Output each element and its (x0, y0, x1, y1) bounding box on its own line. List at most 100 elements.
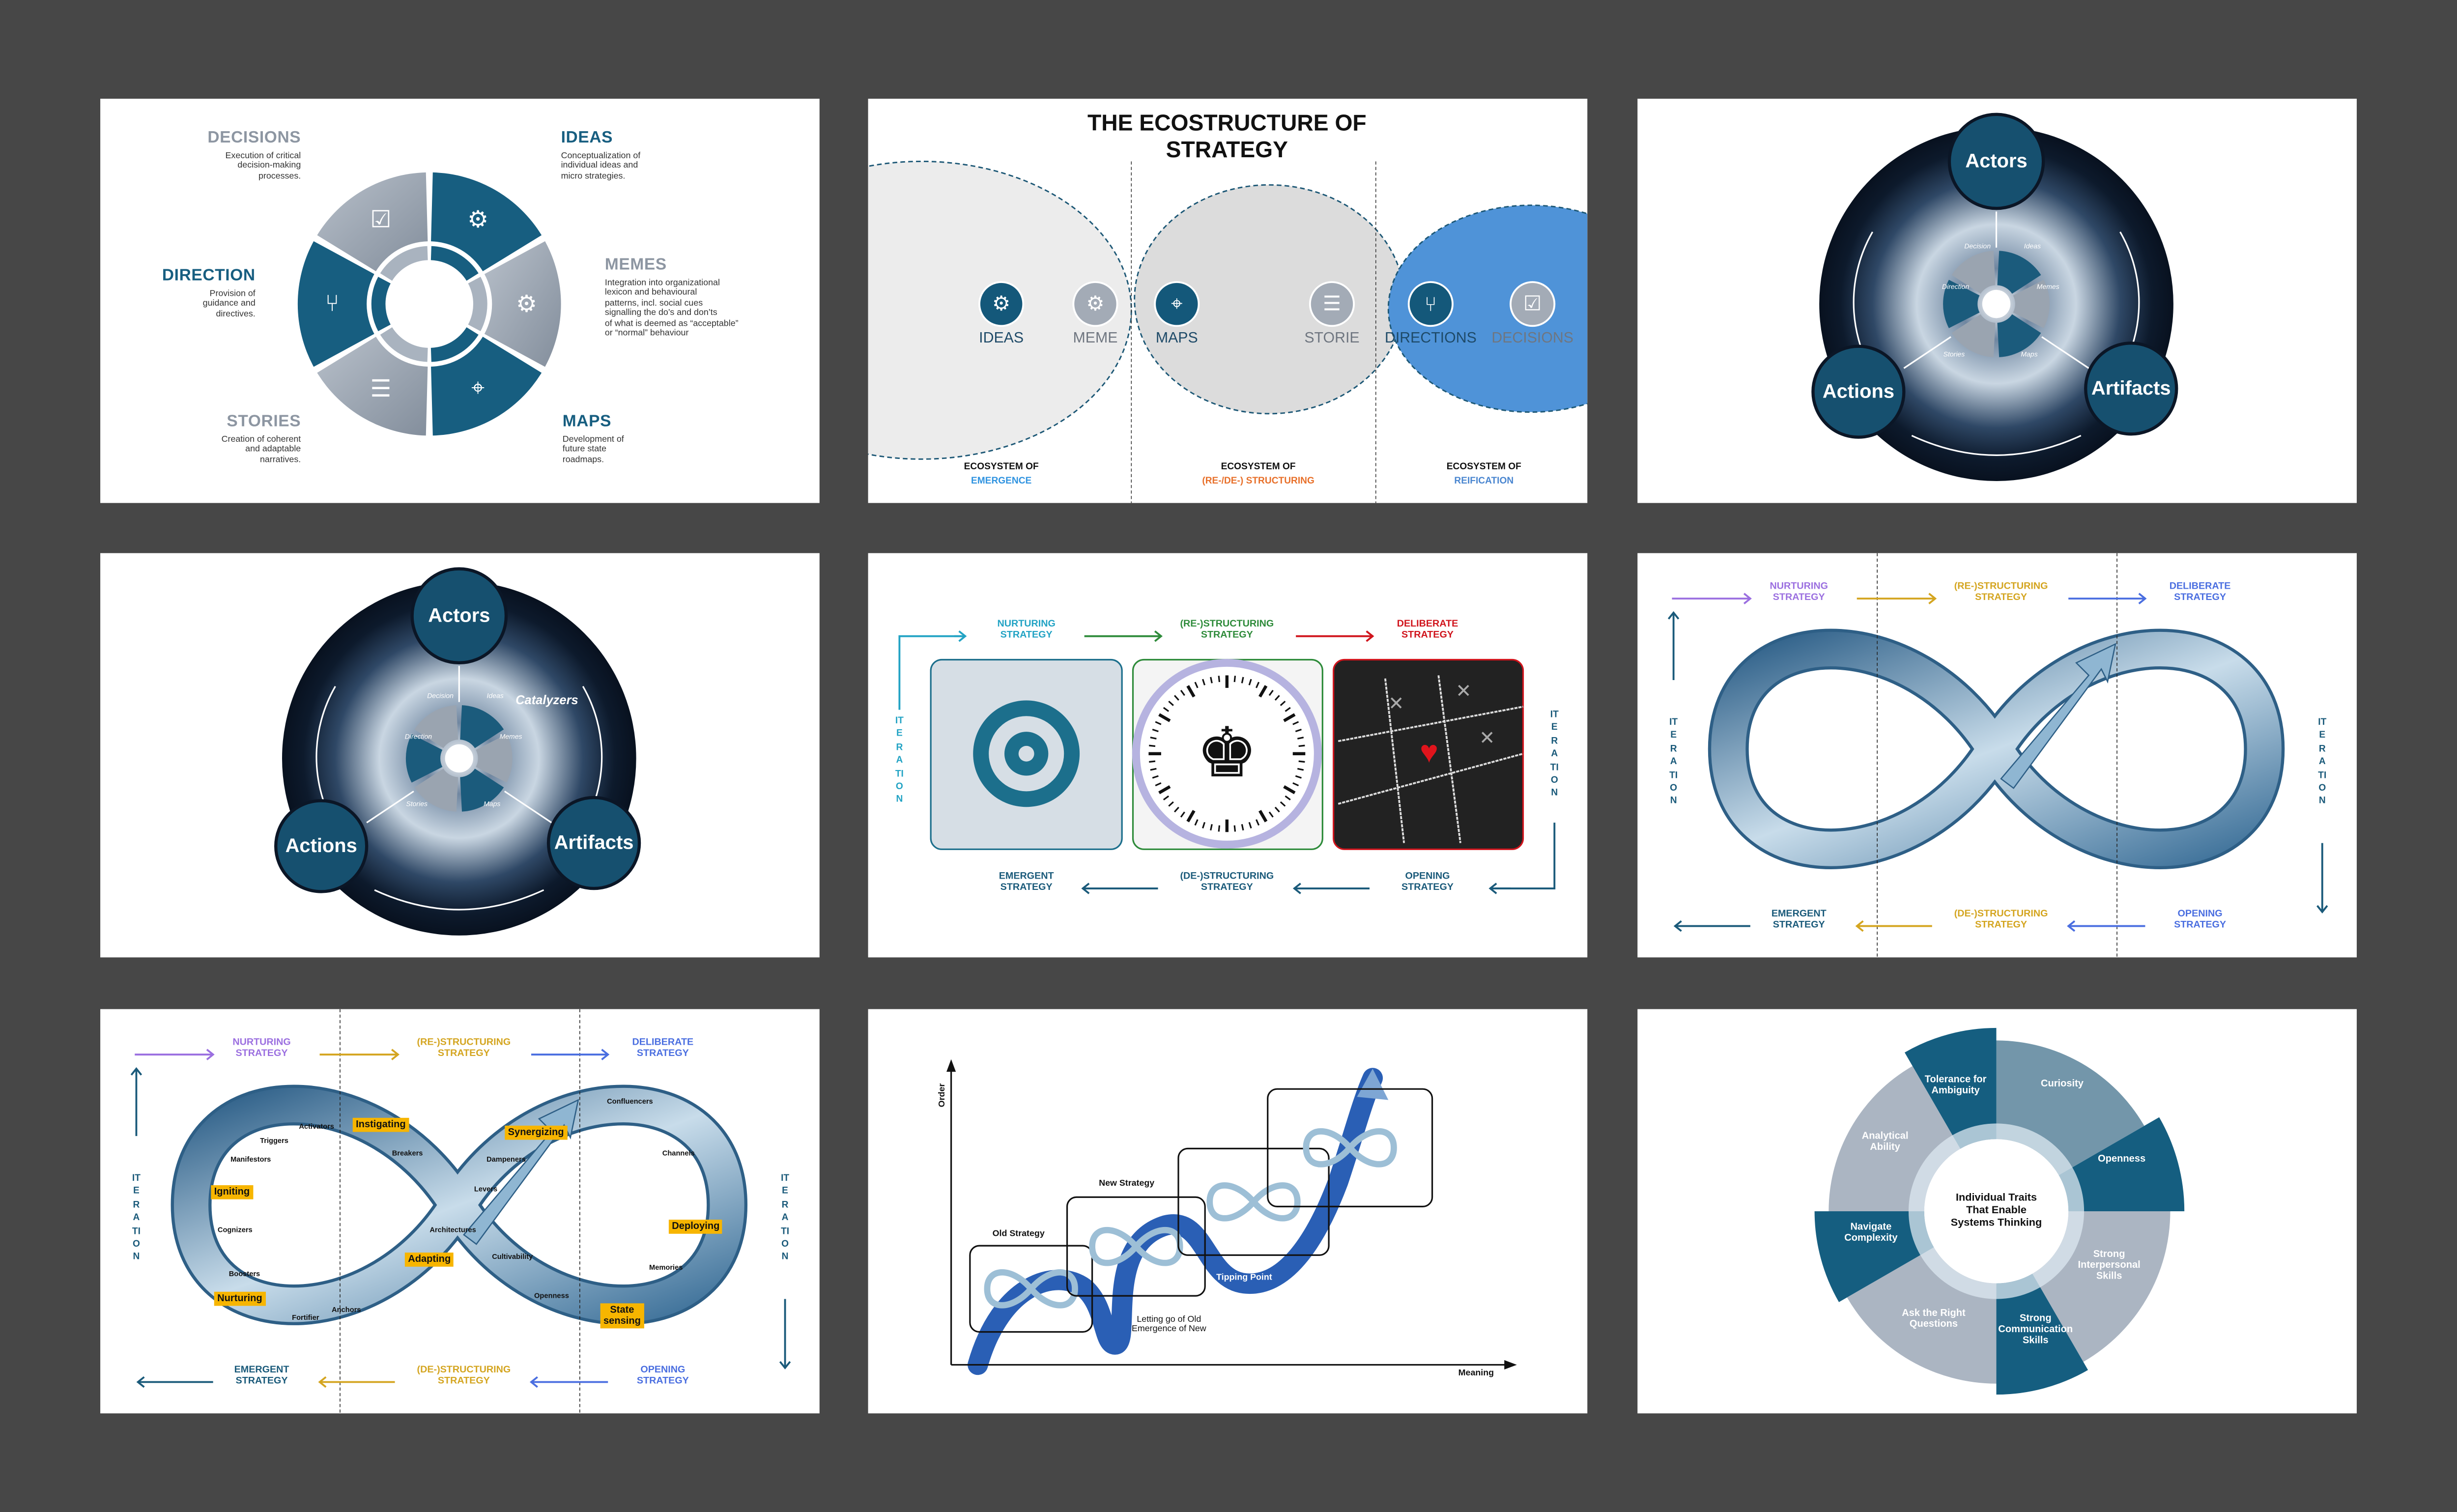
vortex-graphic (274, 567, 641, 936)
clock-tick (1155, 721, 1162, 725)
target-ring (1018, 745, 1034, 762)
stage-tag: Deploying (668, 1220, 723, 1234)
clock-tick (1168, 700, 1174, 706)
clock-tick (1180, 811, 1185, 818)
bottom-stage-label: EMERGENT STRATEGY (234, 1365, 289, 1387)
trait-label: Strong Communication Skills (1998, 1313, 2073, 1347)
bottom-stage-label: (DE-)STRUCTURING STRATEGY (417, 1365, 511, 1387)
clock-tick (1258, 810, 1268, 823)
traits-wheel-graphic (1814, 1027, 2185, 1395)
mini-segment (1951, 314, 1996, 357)
segment-decisions (317, 172, 428, 271)
segment-direction (297, 241, 374, 367)
factor-label: Levers (474, 1185, 498, 1193)
clock-tick (1292, 721, 1299, 725)
curve-arrowhead (1357, 1068, 1389, 1100)
clock-tick (1168, 801, 1174, 807)
mini-segment (405, 734, 443, 783)
artifacts-node (546, 796, 641, 890)
icon-badge (1510, 281, 1556, 327)
link-arrow (2041, 336, 2089, 369)
strategy-box (1177, 1147, 1330, 1256)
arrow-down-head (779, 1361, 791, 1369)
page-title: THE ECOSTRUCTURE OF STRATEGY (1087, 112, 1367, 163)
item-label: DIRECTIONS (1384, 330, 1477, 347)
slide-ecostructure[interactable]: THE ECOSTRUCTURE OF STRATEGY⚙IDEAS⚙MEME⌖… (868, 98, 1588, 503)
center-label: Individual Traits That Enable Systems Th… (1950, 1193, 2042, 1228)
ecosystem-prefix: ECOSYSTEM OF (1221, 463, 1296, 473)
clock-tick (1233, 676, 1236, 683)
cycle-arrow (1911, 435, 2082, 456)
map-pin-icon: ⌖ (1171, 291, 1183, 315)
infinity-loop (1711, 631, 2282, 866)
vortex-graphic (1811, 113, 2178, 481)
icon-badge (1154, 281, 1200, 327)
inner-label: Memes (499, 732, 522, 741)
actors-label: Actors (428, 604, 490, 627)
inner-label: Decision (427, 691, 454, 700)
factor-label: Triggers (260, 1137, 288, 1144)
clock-tick (1283, 785, 1296, 795)
bottom-stage-label: EMERGENT STRATEGY (1771, 909, 1827, 931)
clock-tick (1186, 685, 1196, 698)
clock-tick (1283, 713, 1296, 722)
factor-label: Memories (649, 1263, 683, 1272)
clock-tick (1163, 795, 1170, 800)
top-stage-label: DELIBERATE STRATEGY (1397, 619, 1458, 641)
new-strategy-label: New Strategy (1099, 1179, 1155, 1189)
bottom-stage-label: (DE-)STRUCTURING STRATEGY (1180, 871, 1274, 893)
clock-tick (1297, 737, 1304, 740)
slide-traits-wheel[interactable]: Individual Traits That Enable Systems Th… (1637, 1009, 2357, 1414)
chalk-line (1384, 678, 1405, 843)
clock-tick (1158, 713, 1171, 722)
clock-tick (1150, 768, 1157, 771)
arrow-head (206, 1049, 215, 1060)
mini-segment (460, 769, 504, 812)
ecosystem-prefix: ECOSYSTEM OF (1446, 463, 1521, 473)
arrow-head (2067, 920, 2076, 932)
decision-person-icon: ☑ (1523, 291, 1542, 315)
clock-tick (1280, 801, 1286, 807)
item-label: IDEAS (979, 330, 1024, 347)
clock-tick (1241, 824, 1244, 831)
trait-label: Analytical Ability (1861, 1131, 1909, 1153)
split-arrows-icon: ⑂ (325, 290, 340, 317)
clock-tick (1285, 795, 1291, 800)
lightbulb-gear-icon: ⚙ (467, 207, 489, 234)
factor-label: Channels (662, 1149, 695, 1157)
inner-label: Ideas (2024, 242, 2041, 250)
mini-center (1982, 289, 2011, 318)
old-strategy-label: Old Strategy (992, 1229, 1045, 1239)
mini-segment (2013, 280, 2050, 328)
clock-tick (1152, 775, 1159, 779)
bottom-stage-label: (DE-)STRUCTURING STRATEGY (1954, 909, 2048, 931)
factor-label: Activators (299, 1122, 334, 1131)
arrow-head (1154, 630, 1163, 642)
item-label: STORIE (1304, 330, 1360, 347)
clock-tick (1149, 744, 1156, 747)
artifacts-label: Artifacts (2091, 377, 2171, 399)
trait-label: Navigate Complexity (1844, 1222, 1898, 1244)
top-stage-label: (RE-)STRUCTURING STRATEGY (1180, 619, 1274, 641)
ideas-title: IDEAS (561, 128, 613, 147)
clock-face (1132, 658, 1322, 849)
clock-tick (1202, 679, 1206, 685)
inner-label: Maps (484, 799, 501, 808)
mini-segment (1951, 251, 1996, 294)
stage-tag: Adapting (404, 1253, 454, 1267)
arrow-head (1855, 920, 1864, 932)
clock-tick (1149, 760, 1156, 763)
infinity-graphic (130, 1009, 791, 1414)
arrow-head (318, 1376, 327, 1388)
factor-label: Dampeners (486, 1155, 526, 1164)
inner-label: Direction (404, 732, 432, 741)
monitor-gear-icon: ⚙ (515, 291, 537, 318)
